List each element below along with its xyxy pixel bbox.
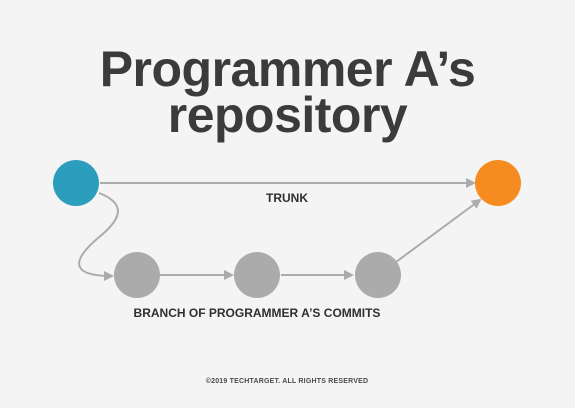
trunk-end-node xyxy=(475,160,521,206)
branch-commit-node-2 xyxy=(234,252,280,298)
diagram-title-line-2: repository xyxy=(167,87,408,143)
trunk-start-node xyxy=(53,160,99,206)
branch-commit-node-1 xyxy=(114,252,160,298)
diagram-title-line-1: Programmer A’s xyxy=(99,41,476,97)
branch-off-arrow xyxy=(78,192,119,281)
copyright-notice: ©2019 TECHTARGET. ALL RIGHTS RESERVED xyxy=(206,377,368,385)
branch-commit-node-3 xyxy=(355,252,401,298)
branch-label: BRANCH OF PROGRAMMER A’S COMMITS xyxy=(134,306,381,320)
trunk-label: TRUNK xyxy=(266,191,308,205)
merge-arrow xyxy=(395,198,482,263)
